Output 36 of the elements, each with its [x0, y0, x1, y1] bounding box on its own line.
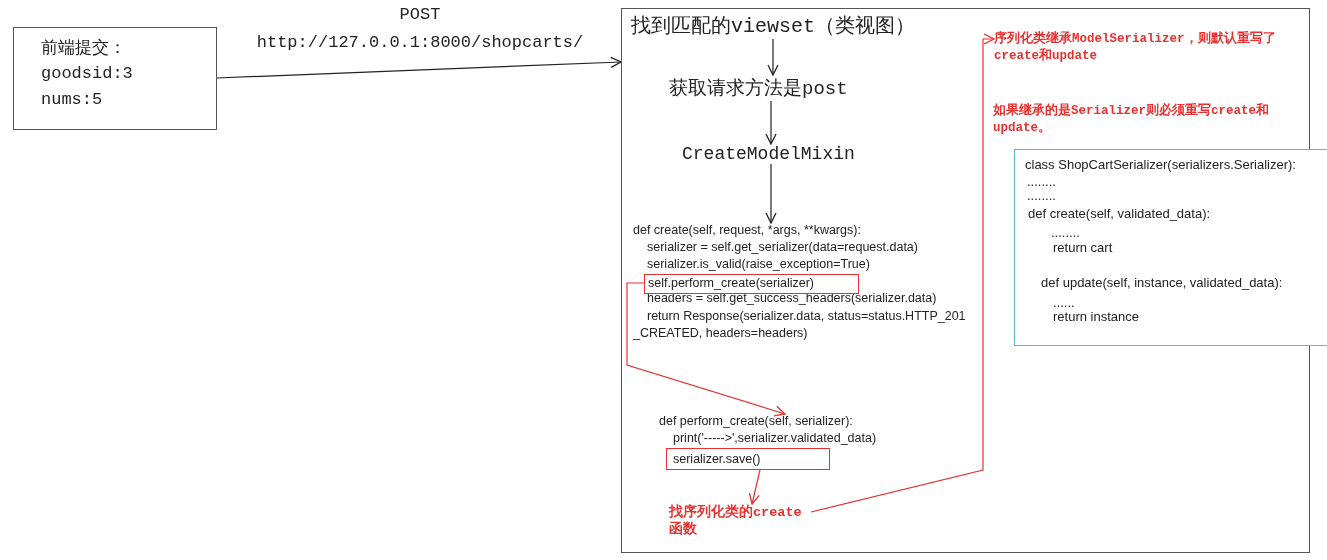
code-line: def create(self, validated_data):	[1028, 206, 1211, 221]
highlight-box: self.perform_create(serializer)	[644, 274, 859, 294]
code-line: serializer = self.get_serializer(data=request.data)	[647, 240, 918, 254]
code-line: def create(self, request, *args, **kwargs):	[633, 223, 861, 237]
text-line: goodsid:3	[41, 64, 133, 83]
arrow	[767, 38, 779, 76]
annotation: 如果继承的是Serializer则必须重写create和update。	[993, 103, 1271, 137]
code-line: ......	[1053, 295, 1075, 310]
arrow	[626, 282, 786, 417]
highlight-box: serializer.save()	[666, 448, 830, 470]
code-box	[1014, 149, 1327, 346]
code-line: return instance	[1053, 309, 1139, 324]
annotation: 序列化类继承ModelSerializer，则默认重写了create和update	[994, 31, 1294, 65]
code-line: class ShopCartSerializer(serializers.Serializer):	[1025, 157, 1296, 172]
text-line: 前端提交：	[41, 37, 126, 59]
arrow	[810, 33, 995, 513]
code-line: ........	[1027, 174, 1056, 189]
step-label: 获取请求方法是post	[669, 75, 848, 101]
heading: 找到匹配的viewset（类视图）	[631, 12, 915, 39]
annotation: 找序列化类的create函数	[669, 504, 811, 538]
code-line: ........	[1051, 225, 1080, 240]
code-line: return Response(serializer.data, status=status.HTTP_201 _CREATED, headers=headers)	[633, 308, 967, 342]
code-line: return cart	[1053, 240, 1113, 255]
code-line: def update(self, instance, validated_data):	[1041, 275, 1283, 290]
code-line: print('----->',serializer.validated_data)	[673, 431, 877, 445]
input-box	[13, 27, 217, 130]
arrow	[765, 163, 777, 224]
text-line: nums:5	[41, 90, 103, 109]
code-line: ........	[1027, 188, 1056, 203]
step-label: CreateModelMixin	[682, 144, 855, 164]
arrow	[216, 56, 622, 79]
arrow	[748, 469, 761, 505]
code-line: headers = self.get_success_headers(serializer.data)	[647, 291, 937, 305]
arrow	[765, 100, 777, 145]
code-line: serializer.is_valid(raise_exception=True)	[647, 257, 870, 271]
code-line: def perform_create(self, serializer):	[659, 414, 853, 428]
